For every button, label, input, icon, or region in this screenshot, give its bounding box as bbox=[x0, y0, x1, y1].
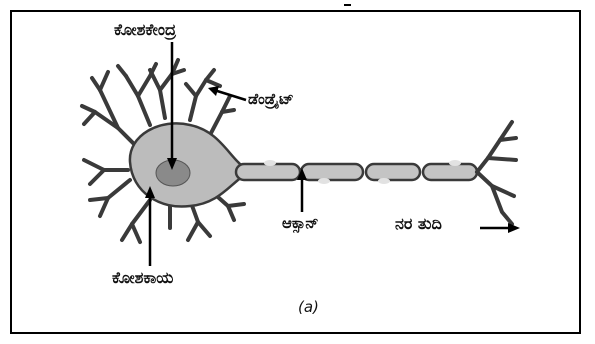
axon-label: ಆಕ್ಸಾನ್ bbox=[282, 214, 319, 232]
nerve-ending-label: ನರ ತುದಿ bbox=[395, 214, 442, 234]
axon bbox=[236, 164, 477, 180]
dendrite-label: ಡೆಂಡ್ರೈಟ್ bbox=[248, 90, 294, 108]
nerve-ending bbox=[477, 122, 516, 224]
figure-caption: (a) bbox=[298, 298, 319, 316]
cell-body-label: ಕೋಶಕಾಯ bbox=[112, 268, 173, 288]
nucleus-label: ಕೋಶಕೇಂದ್ರ bbox=[114, 20, 176, 40]
